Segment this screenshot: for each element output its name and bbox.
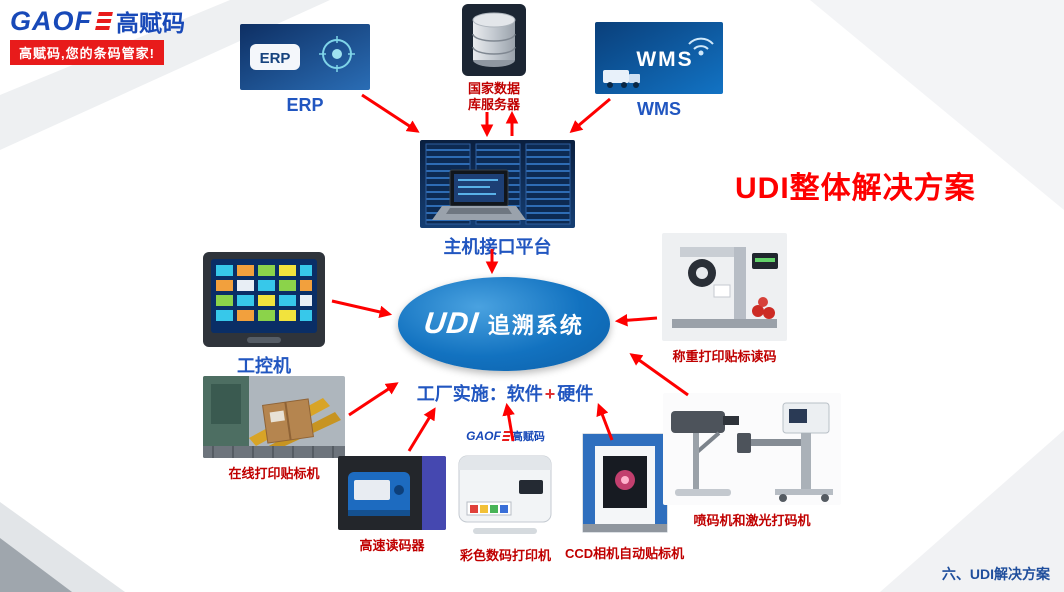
factory-implementation-label: 工厂实施：软件+硬件 bbox=[398, 380, 612, 406]
udi-trace-system-node: UDI 追溯系统 bbox=[398, 277, 610, 371]
node-scanner: 高速读码器 bbox=[338, 456, 446, 554]
node-inkjet-laser: 喷码机和激光打码机 bbox=[663, 393, 841, 529]
national-database-label: 国家数据库服务器 bbox=[467, 81, 520, 112]
printer-brand-latin: GAOF bbox=[466, 429, 501, 443]
color-printer-label: 彩色数码打印机 bbox=[459, 548, 551, 563]
industrial-pc-label: 工控机 bbox=[237, 356, 291, 376]
wms-label: WMS bbox=[637, 99, 681, 119]
printer-brand-bars-icon bbox=[501, 431, 511, 441]
brand-bars-icon bbox=[95, 12, 113, 30]
svg-text:WMS: WMS bbox=[636, 48, 693, 71]
node-online-labeler: 在线打印贴标机 bbox=[203, 376, 345, 482]
node-national-database: 国家数据库服务器 bbox=[462, 4, 526, 112]
host-platform-image bbox=[420, 140, 575, 228]
host-platform-label: 主机接口平台 bbox=[443, 237, 552, 257]
erp-image: ERP bbox=[240, 24, 370, 90]
node-ccd-labeler: CCD相机自动贴标机 bbox=[565, 430, 684, 562]
industrial-pc-image bbox=[203, 252, 325, 347]
factory-prefix: 工厂实施：软件 bbox=[416, 384, 543, 404]
svg-text:ERP: ERP bbox=[260, 50, 291, 67]
brand-logo: GAOF 高赋码 高赋码,您的条码管家! bbox=[10, 4, 185, 65]
udi-system-label: 追溯系统 bbox=[487, 313, 584, 338]
ccd-labeler-image bbox=[576, 430, 673, 538]
brand-row: GAOF 高赋码 bbox=[10, 4, 185, 38]
node-weigh-labeler: 称重打印贴标读码 bbox=[662, 233, 787, 365]
online-labeler-image bbox=[203, 376, 345, 458]
node-wms: WMS WMS bbox=[595, 22, 723, 120]
scanner-label: 高速读码器 bbox=[359, 538, 425, 553]
slide-footer: 六、UDI解决方案 bbox=[941, 566, 1050, 582]
online-labeler-label: 在线打印贴标机 bbox=[228, 466, 320, 481]
brand-cn: 高赋码 bbox=[116, 10, 185, 36]
node-color-printer: GAOF 高赋码 彩色数码打印机 bbox=[453, 428, 558, 564]
inkjet-laser-image bbox=[663, 393, 841, 505]
printer-brand-logo: GAOF 高赋码 bbox=[466, 428, 545, 444]
weigh-labeler-image bbox=[662, 233, 787, 341]
inkjet-laser-label: 喷码机和激光打码机 bbox=[693, 513, 811, 528]
node-erp: ERP ERP bbox=[240, 24, 370, 116]
wms-image: WMS bbox=[595, 22, 723, 94]
printer-brand-cn: 高赋码 bbox=[511, 431, 545, 443]
plus-icon: + bbox=[544, 384, 556, 404]
brand-latin: GAOF bbox=[10, 5, 92, 36]
erp-label: ERP bbox=[286, 95, 324, 115]
udi-logo: UDI bbox=[422, 307, 481, 340]
brand-tagline: 高赋码,您的条码管家! bbox=[10, 40, 164, 65]
node-host-platform: 主机接口平台 bbox=[420, 140, 575, 259]
slide-title: UDI整体解决方案 bbox=[735, 172, 976, 205]
weigh-labeler-label: 称重打印贴标读码 bbox=[672, 349, 777, 364]
database-server-icon bbox=[462, 4, 526, 76]
factory-suffix: 硬件 bbox=[557, 384, 594, 404]
ccd-labeler-label: CCD相机自动贴标机 bbox=[565, 546, 685, 561]
scanner-image bbox=[338, 456, 446, 530]
color-printer-image bbox=[453, 446, 558, 540]
node-industrial-pc: 工控机 bbox=[203, 252, 325, 378]
